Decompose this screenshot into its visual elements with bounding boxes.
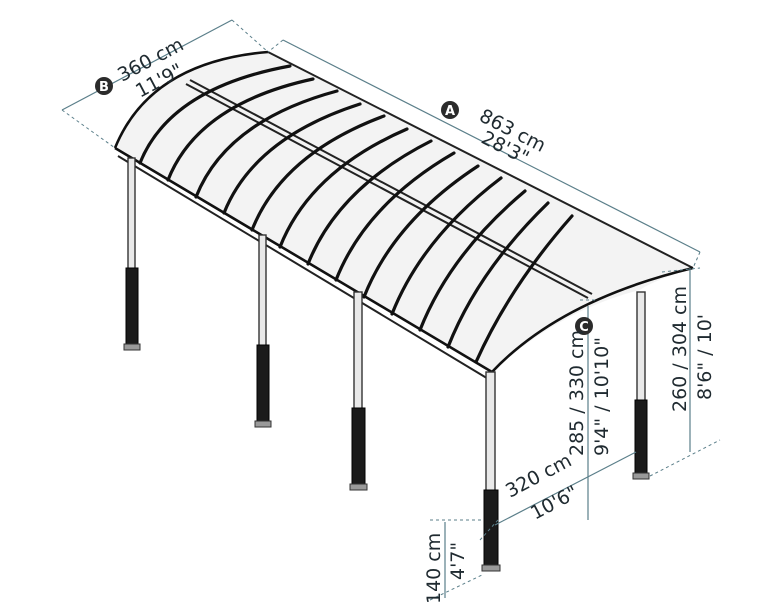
roof-ribs [138,64,574,364]
badge-c-label: C [579,320,589,335]
height-low-label: 260 / 304 cm [669,286,691,412]
height-high-label: 285 / 330 cm [566,330,588,456]
badge-a: A [441,101,459,119]
posts [123,157,650,572]
badge-a-label: A [445,104,455,119]
footing-imperial-label: 4'7" [447,542,469,580]
height-high-imperial-label: 9'4" / 10'10" [591,337,613,456]
height-low-imperial-label: 8'6" / 10' [694,314,716,400]
badge-b-label: B [99,80,109,95]
badge-c: C [575,317,593,335]
dimension-lines [61,19,721,601]
badge-b: B [95,77,113,95]
roof [113,50,694,381]
footing-metric-label: 140 cm [423,533,445,604]
